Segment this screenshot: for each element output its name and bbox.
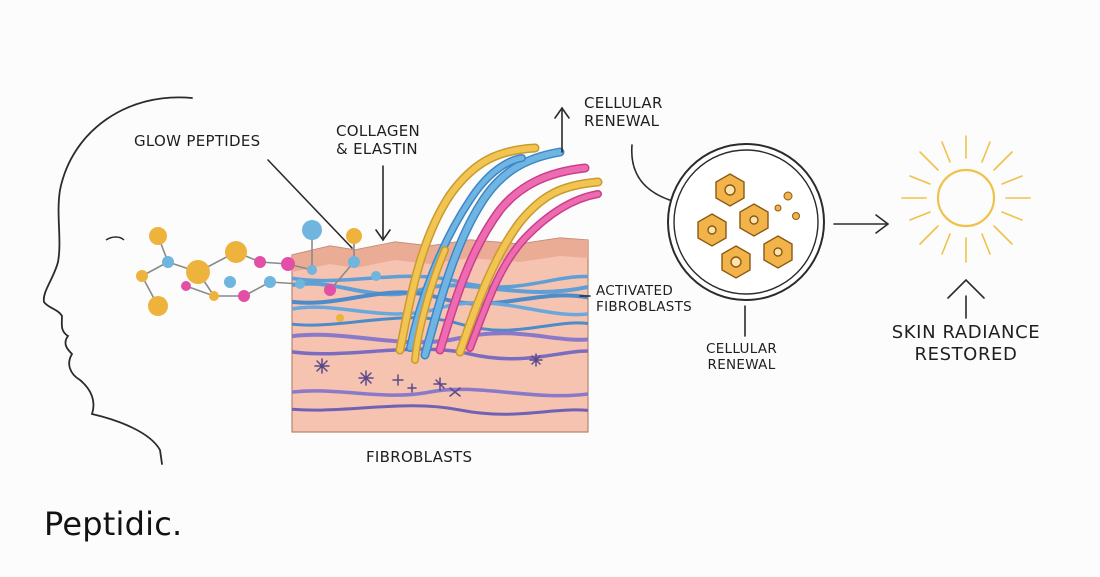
- label-skin-radiance-restored: SKIN RADIANCE RESTORED: [884, 322, 1048, 365]
- label-collagen-line1: COLLAGEN: [336, 122, 421, 140]
- label-activated-line2: FIBROBLASTS: [596, 299, 693, 316]
- label-collagen-line2: & ELASTIN: [336, 140, 418, 158]
- label-cellular-renewal-top: CELLULAR RENEWAL: [584, 94, 663, 130]
- label-cellular-renewal-top-line2: RENEWAL: [584, 112, 660, 130]
- label-cellular-renewal-bottom-line1: CELLULAR: [706, 341, 778, 357]
- face-profile-outline: [42, 96, 193, 465]
- label-fibroblasts: FIBROBLASTS: [366, 448, 473, 466]
- brand-logo-text: Peptidic.: [44, 505, 183, 543]
- face-eye: [105, 236, 125, 241]
- label-skin-radiance-line1: SKIN RADIANCE: [891, 322, 1041, 343]
- cellular-renewal-circle: [667, 143, 825, 301]
- collagen-elastin-strands: [395, 143, 603, 364]
- label-activated-fibroblasts: ACTIVATED FIBROBLASTS: [596, 283, 692, 315]
- label-glow-peptides: GLOW PEPTIDES: [134, 132, 261, 150]
- glow-peptide-molecules: [136, 220, 381, 322]
- label-cellular-renewal-bottom: CELLULAR RENEWAL: [706, 341, 777, 373]
- leader-lines: [267, 106, 985, 337]
- sun-icon: [901, 135, 1031, 263]
- label-cellular-renewal-top-line1: CELLULAR: [584, 94, 663, 112]
- label-cellular-renewal-bottom-line2: RENEWAL: [707, 357, 776, 374]
- label-skin-radiance-line2: RESTORED: [914, 343, 1018, 365]
- label-activated-line1: ACTIVATED: [596, 283, 674, 299]
- label-collagen-elastin: COLLAGEN & ELASTIN: [336, 122, 420, 158]
